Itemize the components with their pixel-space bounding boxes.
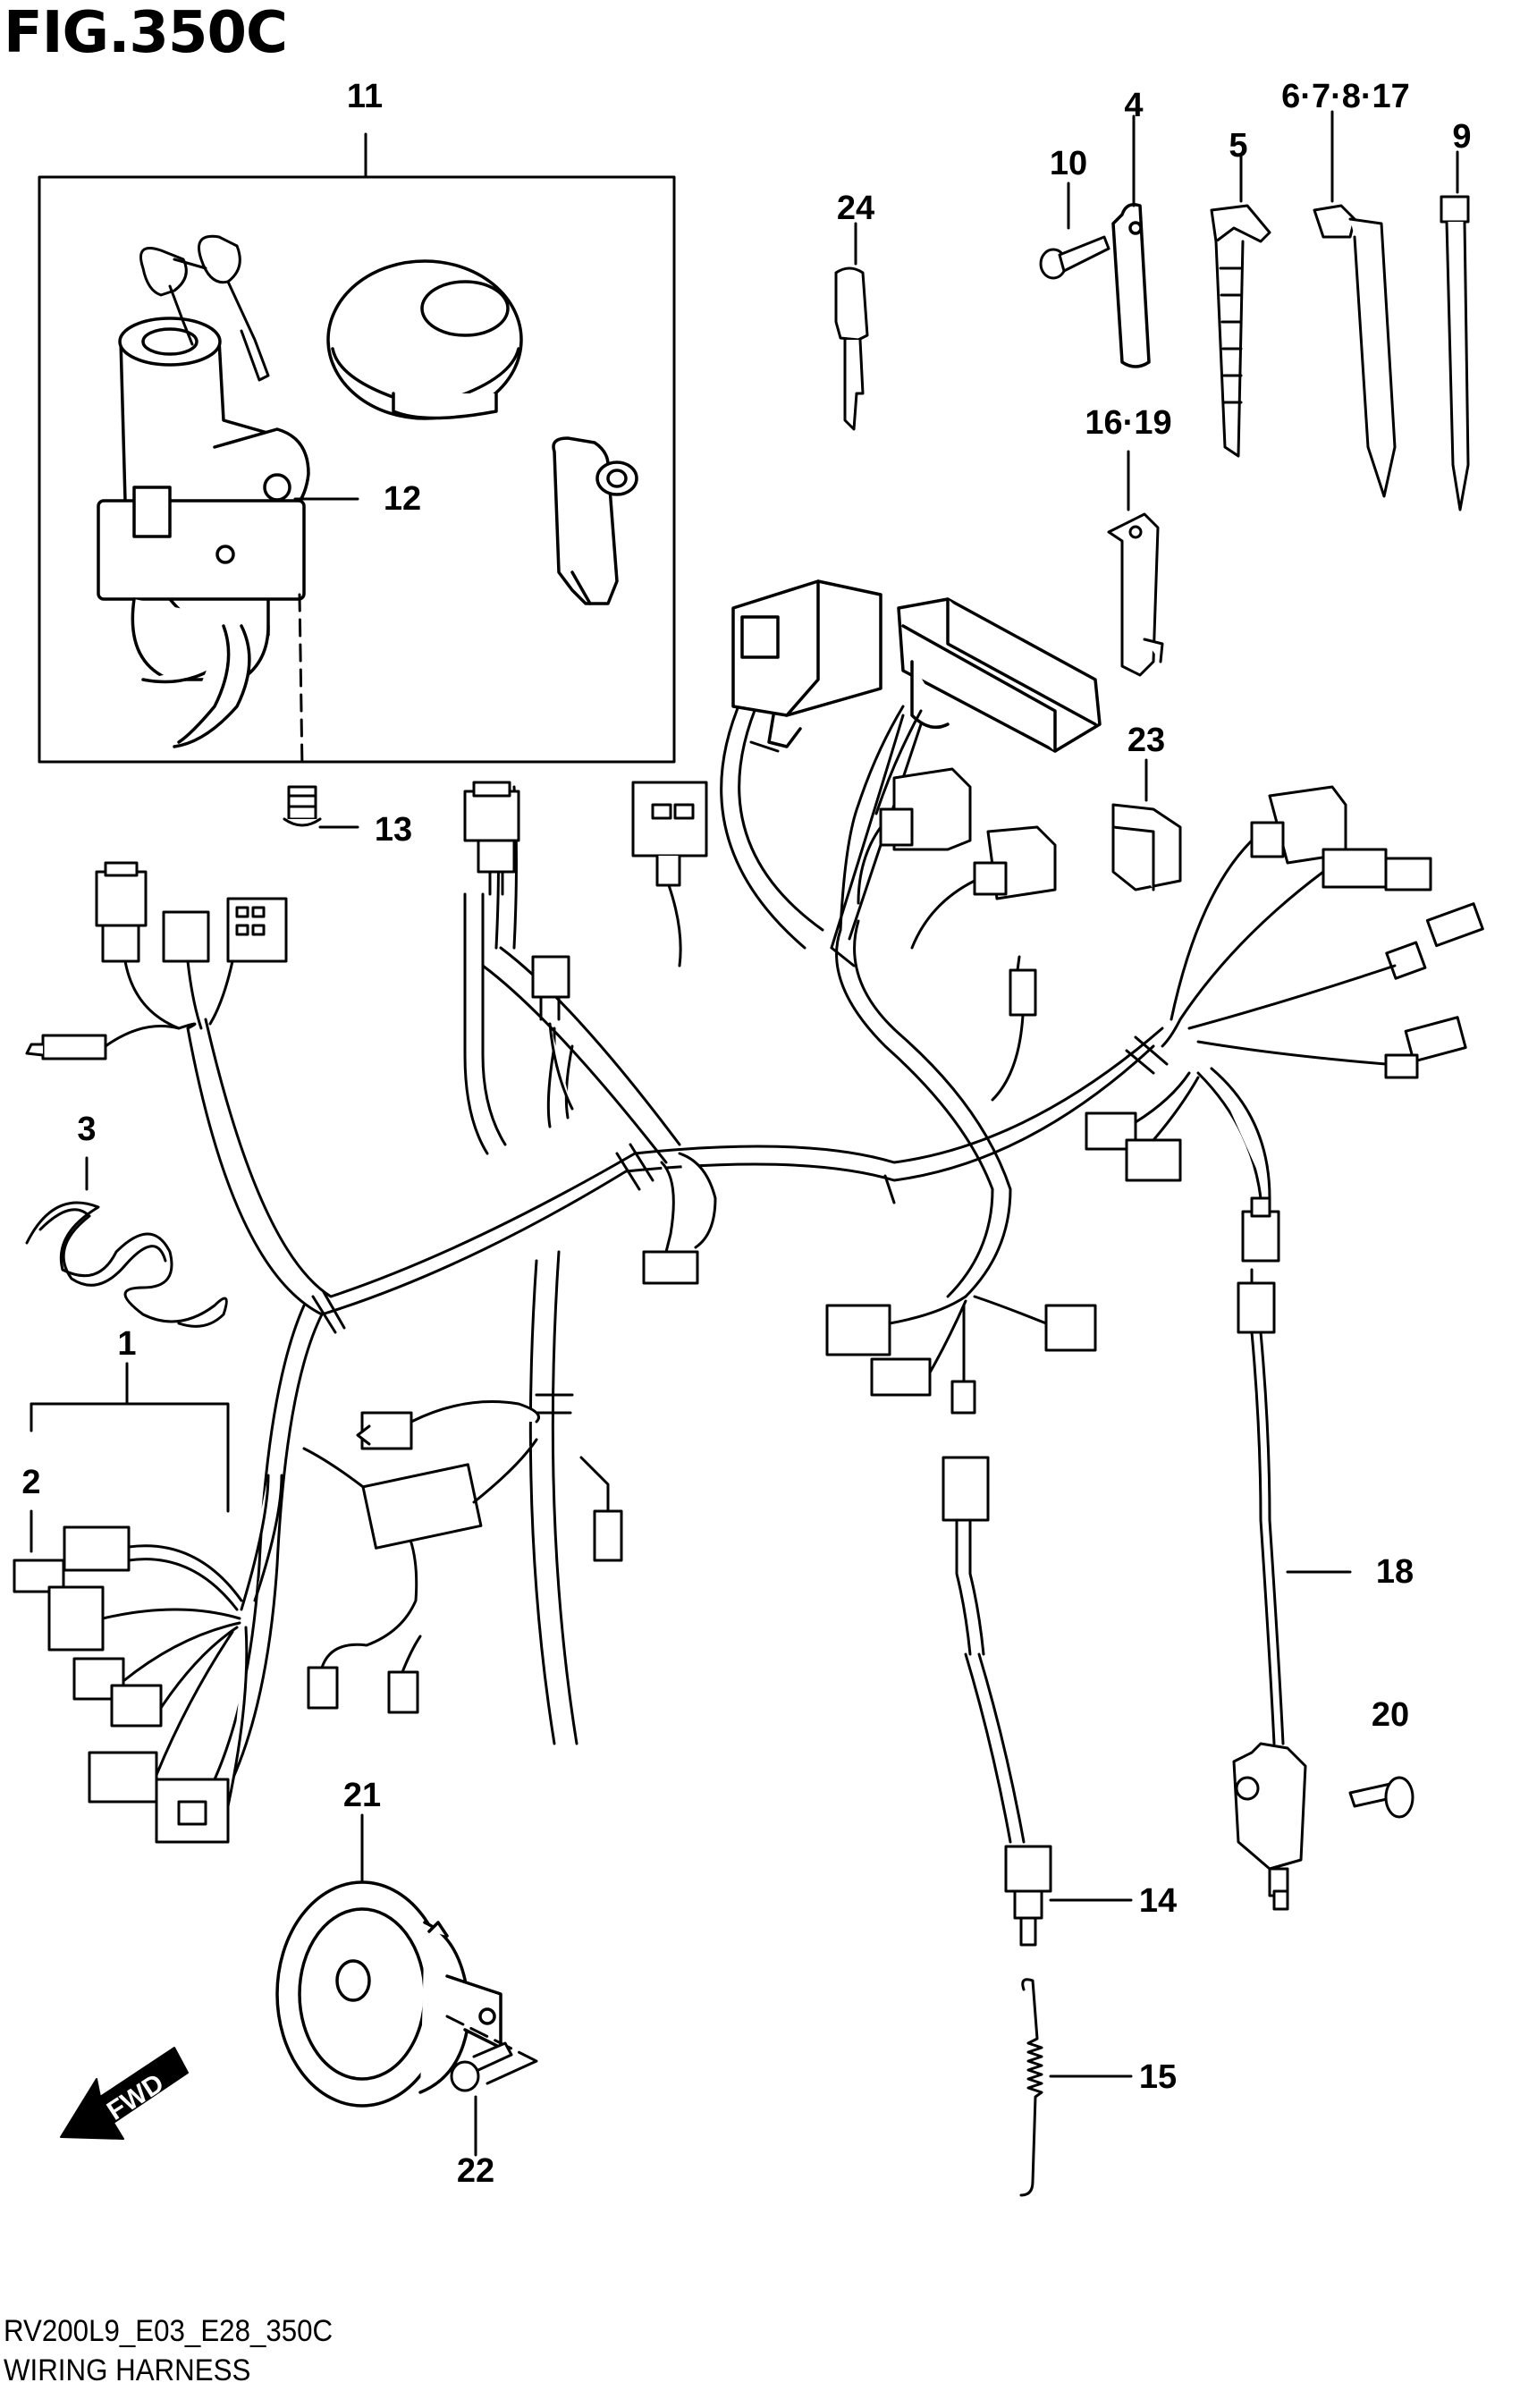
cap-23 [1111, 803, 1182, 891]
callout-12: 12 [384, 480, 421, 518]
connector-mid-right [857, 767, 1057, 1102]
callout-14: 14 [1139, 1882, 1177, 1920]
callout-15: 15 [1139, 2058, 1177, 2096]
fwd-arrow [60, 2047, 189, 2140]
callout-3: 3 [77, 1111, 96, 1148]
screw-13 [283, 785, 322, 827]
connector-left-center [302, 1447, 422, 1714]
callout-21: 21 [343, 1777, 381, 1814]
seat-lock [552, 436, 638, 605]
callout-1: 1 [117, 1325, 136, 1363]
screw-10 [1039, 235, 1110, 280]
callout-22: 22 [457, 2152, 494, 2190]
cable-tie-6-7-8-17 [1313, 204, 1397, 498]
key-24 [834, 266, 869, 431]
connector-below-right [1085, 1067, 1285, 1745]
cable-tie-5 [1210, 204, 1271, 458]
large-coupler-left [731, 579, 882, 748]
connector-fan-center [825, 1295, 1097, 1656]
callout-20: 20 [1372, 1696, 1409, 1734]
spring-15 [1019, 1978, 1043, 2197]
callout-4: 4 [1124, 87, 1143, 124]
cable-tie-9 [1440, 195, 1470, 511]
ignition-keys [139, 234, 270, 382]
screw-20 [1348, 1776, 1414, 1819]
figure-title: FIG.350C [4, 0, 288, 66]
callout-18: 18 [1376, 1553, 1414, 1591]
screw-22 [450, 2041, 513, 2092]
callout-13: 13 [375, 811, 412, 849]
connector-cluster-right [1161, 785, 1484, 1079]
connector-cluster-upper-mid [463, 781, 708, 1111]
callout-5: 5 [1229, 127, 1247, 165]
switch-18 [1232, 1742, 1307, 1911]
callout-24: 24 [837, 190, 874, 227]
horn-21 [275, 1880, 502, 2108]
figure-name: WIRING HARNESS [4, 2353, 251, 2387]
connector-bundle-left [13, 1474, 283, 1844]
ignition-switch [97, 317, 310, 748]
callout-9: 9 [1452, 118, 1471, 156]
callout-6-7-8-17: 6·7·8·17 [1281, 78, 1410, 115]
callout-23: 23 [1127, 722, 1165, 759]
ignition-set-box [38, 175, 676, 764]
bracket-4 [1111, 203, 1151, 368]
callout-16-19: 16·19 [1085, 404, 1171, 442]
large-coupler-right [897, 597, 1102, 753]
figure-code: RV200L9_E03_E28_350C [4, 2314, 334, 2348]
connector-cluster-top-left [25, 861, 288, 1060]
callout-10: 10 [1050, 145, 1087, 182]
fuel-cap [326, 259, 523, 420]
callout-2: 2 [21, 1464, 40, 1501]
callout-11: 11 [347, 78, 383, 115]
clamp-16-19 [1107, 512, 1164, 677]
connector-group-center [356, 1152, 717, 1562]
sensor-14 [964, 1652, 1052, 1947]
ground-wire-3 [25, 1201, 228, 1328]
